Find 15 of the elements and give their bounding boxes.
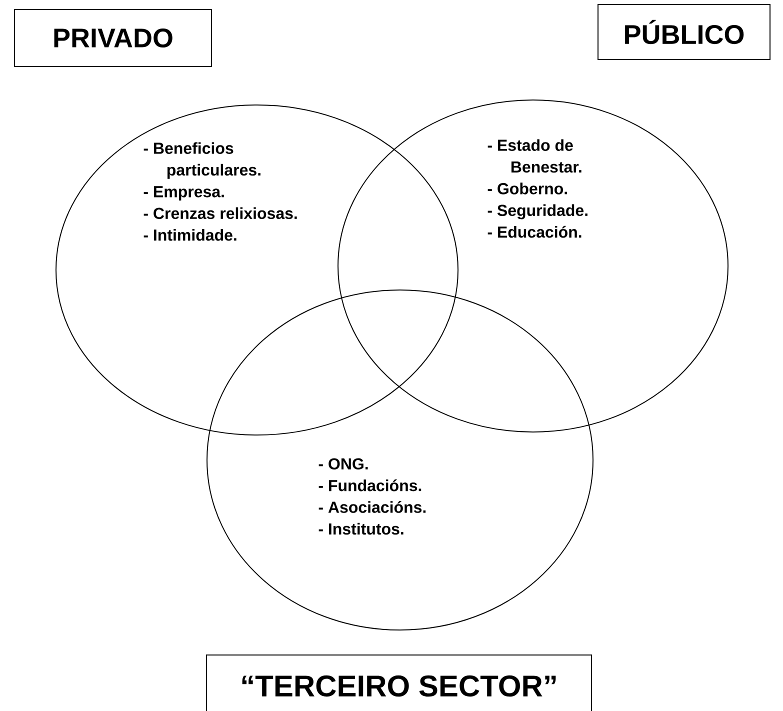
list-item: - Institutos. (318, 522, 404, 535)
list-item: - Empresa. (144, 186, 224, 201)
list-item: - Seguridade. (488, 204, 588, 220)
label-box: PÚBLICO (598, 4, 771, 60)
list-item: - Educación. (488, 226, 582, 238)
list-item: - Crenzas relixiosas. (144, 207, 297, 220)
list-item: - Estado de Benestar. (488, 139, 582, 173)
list-item: - Asociacións. (318, 501, 426, 513)
list-item: - Fundacións. (318, 479, 422, 492)
list-item: - Beneficios particulares. (144, 142, 260, 179)
list-item: - Goberno. (488, 182, 567, 194)
label-box: PRIVADO (14, 9, 212, 67)
list-item: - Intimidade. (144, 229, 236, 241)
list-item: - ONG. (318, 458, 368, 470)
label-box: “TERCEIRO SECTOR” (206, 654, 592, 711)
